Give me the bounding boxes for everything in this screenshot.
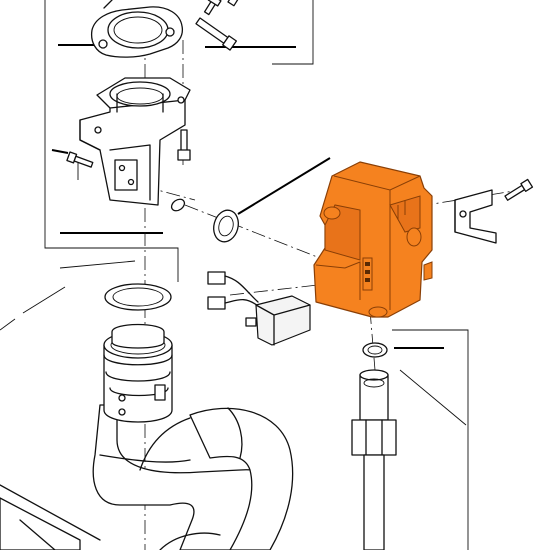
long-screws — [195, 0, 253, 51]
gas-valve — [313, 161, 433, 318]
flue-adapter — [103, 323, 173, 423]
exhaust-elbow — [0, 404, 294, 550]
o-ring-large — [104, 283, 172, 311]
housing-bolt — [177, 129, 191, 161]
gas-inlet-pipe — [351, 369, 397, 550]
side-screw — [66, 151, 94, 168]
wiring-connectors — [207, 271, 311, 346]
mounting-flange-plate — [90, 0, 184, 58]
valve-bracket — [454, 189, 497, 244]
burner-housing — [79, 77, 191, 206]
bracket-screw — [504, 178, 534, 201]
small-washer — [170, 198, 186, 212]
small-seal — [362, 342, 388, 358]
callout-lines — [0, 0, 469, 550]
sealing-ring — [213, 209, 239, 243]
